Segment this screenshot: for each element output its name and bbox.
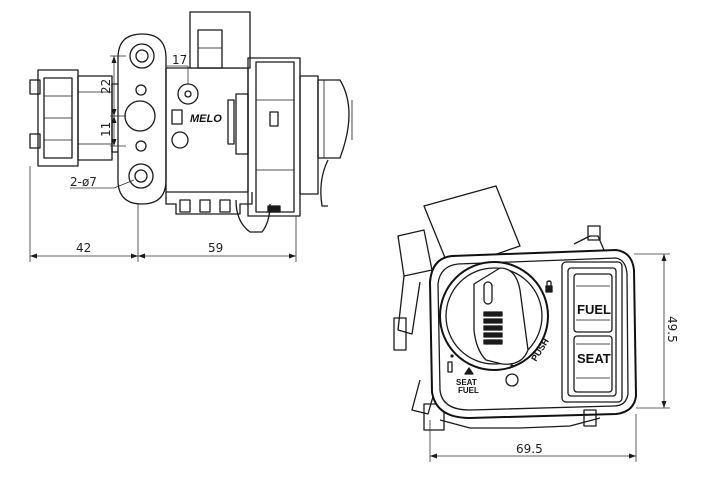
fuel-button[interactable]: FUEL [573,273,613,333]
triangle-icon [464,367,474,375]
dim-42: 42 [76,241,91,255]
knob-legend: SEAT FUEL [447,354,519,395]
fuel-label: FUEL [458,386,479,395]
front-dimensions: 69.5 49.5 [429,253,679,462]
side-dimensions: 42 59 17 22 11 2-ø7 [29,53,297,262]
hole-callout: 2-ø7 [70,175,97,189]
lock-icon [545,280,553,293]
dim-49-5: 49.5 [665,316,679,343]
dim-59: 59 [208,241,223,255]
side-knob [317,79,353,207]
side-housing [247,57,319,217]
seat-button[interactable]: SEAT [573,335,613,393]
seat-button-label: SEAT [577,351,611,366]
dim-69-5: 69.5 [516,442,543,456]
dim-17: 17 [172,53,187,67]
side-view: MELO [29,11,353,262]
side-body: MELO [165,11,271,233]
dim-22: 22 [99,79,113,94]
dim-11: 11 [99,122,113,137]
button-panel: FUEL SEAT [561,261,623,403]
rotary-knob[interactable]: PUSH [439,261,551,371]
side-connector [29,69,123,167]
seat-label: SEAT [456,378,477,387]
indicator-circle [505,373,519,387]
front-view: PUSH SEAT FUEL FUEL [393,185,679,462]
fuel-button-label: FUEL [577,302,611,317]
front-bracket [393,185,601,431]
mounting-flange [117,33,167,205]
brand-label: MELO [190,113,222,125]
knob-grip [483,311,503,345]
